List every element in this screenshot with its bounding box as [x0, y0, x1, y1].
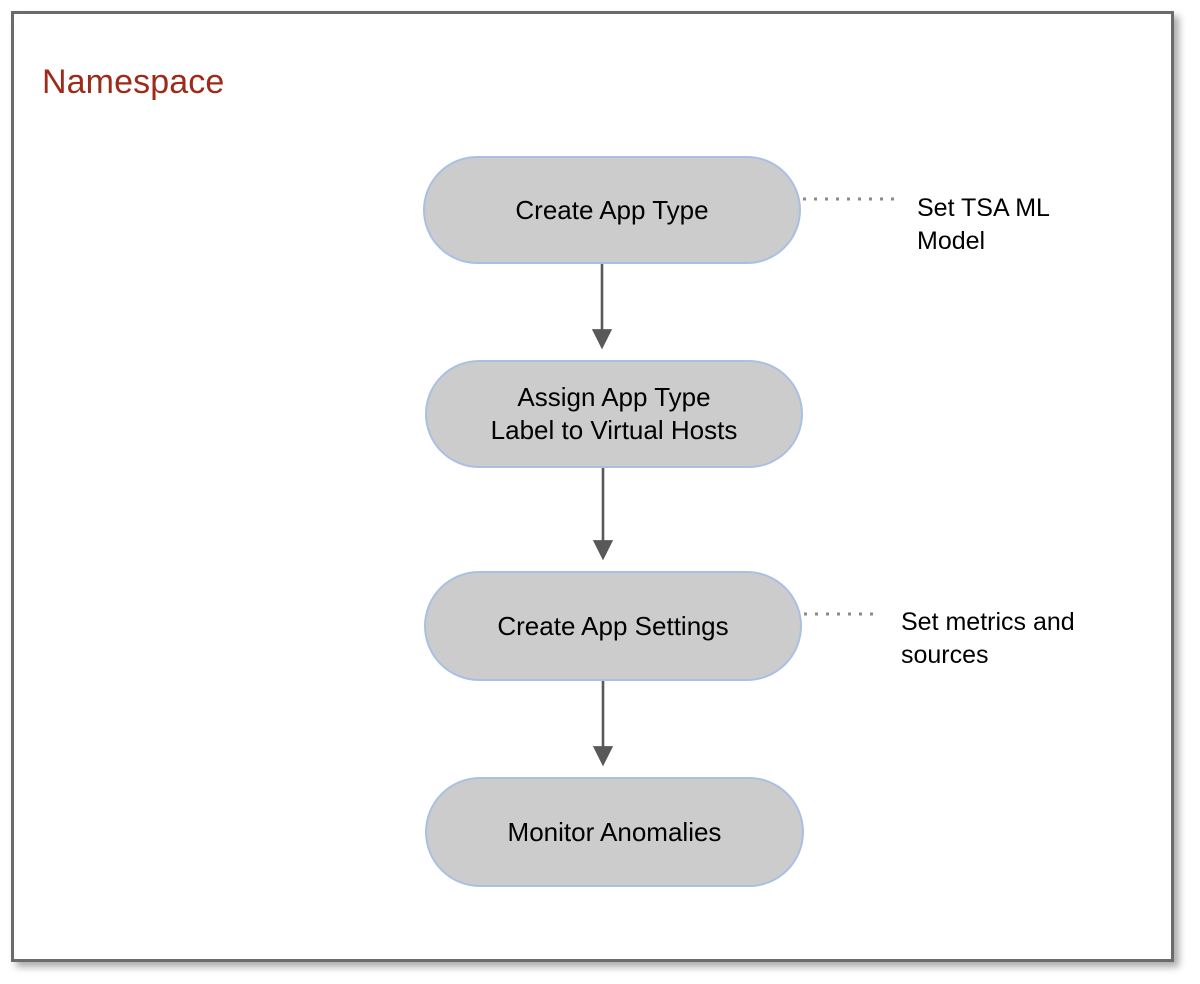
page-title: Namespace	[42, 63, 225, 101]
annotation-set-metrics-and-sources: Set metrics and sources	[901, 608, 1075, 669]
namespace-frame: Namespace Create App Type Assign App Typ…	[11, 11, 1174, 962]
flow-node-create-app-settings[interactable]: Create App Settings	[424, 571, 802, 681]
flow-node-assign-app-type-label[interactable]: Assign App Type Label to Virtual Hosts	[425, 360, 803, 468]
annotation-set-tsa-ml-model: Set TSA ML Model	[917, 194, 1050, 255]
flow-node-monitor-anomalies[interactable]: Monitor Anomalies	[425, 777, 804, 887]
flow-node-create-app-type[interactable]: Create App Type	[423, 156, 801, 264]
connector-layer	[591, 197, 898, 767]
